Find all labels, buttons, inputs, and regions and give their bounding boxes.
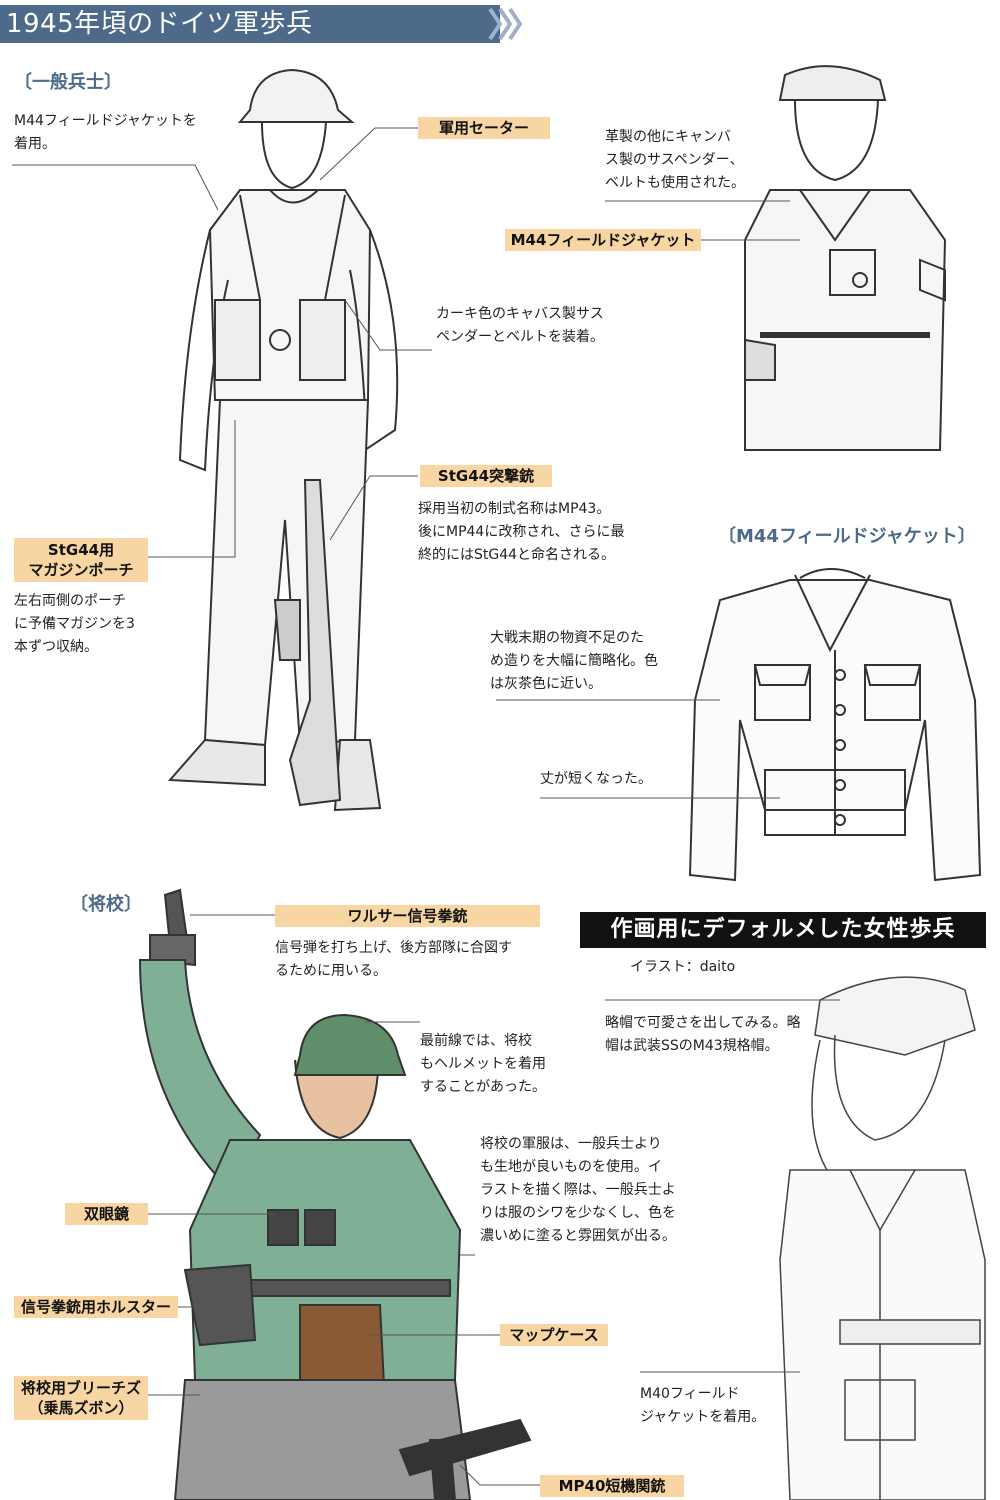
officer-illustration (138, 888, 532, 1500)
label-breeches: 将校用ブリーチズ （乗馬ズボン） (14, 1376, 148, 1420)
m44-jacket-illustration (688, 568, 982, 882)
label-m44-jacket: M44フィールドジャケット (505, 229, 701, 251)
label-breeches-line1: 将校用ブリーチズ (20, 1379, 141, 1397)
label-walther: ワルサー信号拳銃 (275, 905, 540, 927)
label-stg44-pouch-line2: マガジンポーチ (28, 561, 134, 579)
section-officer: 〔将校〕 (70, 894, 142, 915)
label-mapcase: マップケース (500, 1324, 608, 1346)
note-cap: 略帽で可愛さを出してみる。略 帽は武装SSのM43規格帽。 (605, 1015, 801, 1054)
label-stg44: StG44突撃銃 (420, 465, 552, 487)
section-m44-jacket: 〔M44フィールドジャケット〕 (718, 526, 976, 547)
label-sweater: 軍用セーター (418, 117, 550, 139)
label-stg44-pouch-line1: StG44用 (47, 541, 115, 559)
note-short-length: 丈が短くなった。 (540, 771, 652, 787)
label-breeches-line2: （乗馬ズボン） (28, 1399, 134, 1417)
note-uniform: 将校の軍服は、一般兵士より も生地が良いものを使用。イ ラストを描く際は、一般兵… (480, 1136, 676, 1244)
leather-soldier-illustration (744, 65, 947, 451)
leader-lines (12, 127, 840, 1486)
note-m44-wear: M44フィールドジャケットを 着用。 (14, 113, 197, 152)
note-m40: M40フィールド ジャケットを着用。 (640, 1386, 766, 1425)
female-infantry-illustration (779, 976, 986, 1500)
label-mp40: MP40短機関銃 (540, 1475, 684, 1497)
chevron-right-icon (488, 7, 523, 41)
infantry-soldier-illustration (167, 68, 399, 812)
note-suspenders: カーキ色のキャバス製サス ペンダーとベルトを装着。 (436, 306, 604, 345)
note-leather: 革製の他にキャンバ ス製のサスペンダー、 ベルトも使用された。 (605, 129, 745, 191)
female-section-title: 作画用にデフォルメした女性歩兵 (580, 912, 986, 948)
label-stg44-pouch: StG44用 マガジンポーチ (14, 538, 148, 582)
section-infantry: 〔一般兵士〕 (14, 72, 122, 93)
label-holster: 信号拳銃用ホルスター (14, 1296, 178, 1318)
note-mp43: 採用当初の制式名称はMP43。 後にMP44に改称され、さらに最 終的にはStG… (418, 501, 625, 563)
note-flare: 信号弾を打ち上げ、後方部隊に合図す るために用いる。 (275, 940, 513, 979)
note-pouch: 左右両側のポーチ に予備マガジンを3 本ずつ収納。 (14, 593, 135, 655)
note-shortage: 大戦末期の物資不足のた め造りを大幅に簡略化。色 は灰茶色に近い。 (490, 630, 658, 692)
label-binoculars: 双眼鏡 (65, 1203, 148, 1225)
illustration-credit: イラスト：daito (630, 959, 736, 975)
note-helmet: 最前線では、将校 もヘルメットを着用 することがあった。 (420, 1033, 546, 1095)
page-title: 1945年頃のドイツ軍歩兵 (0, 5, 500, 43)
